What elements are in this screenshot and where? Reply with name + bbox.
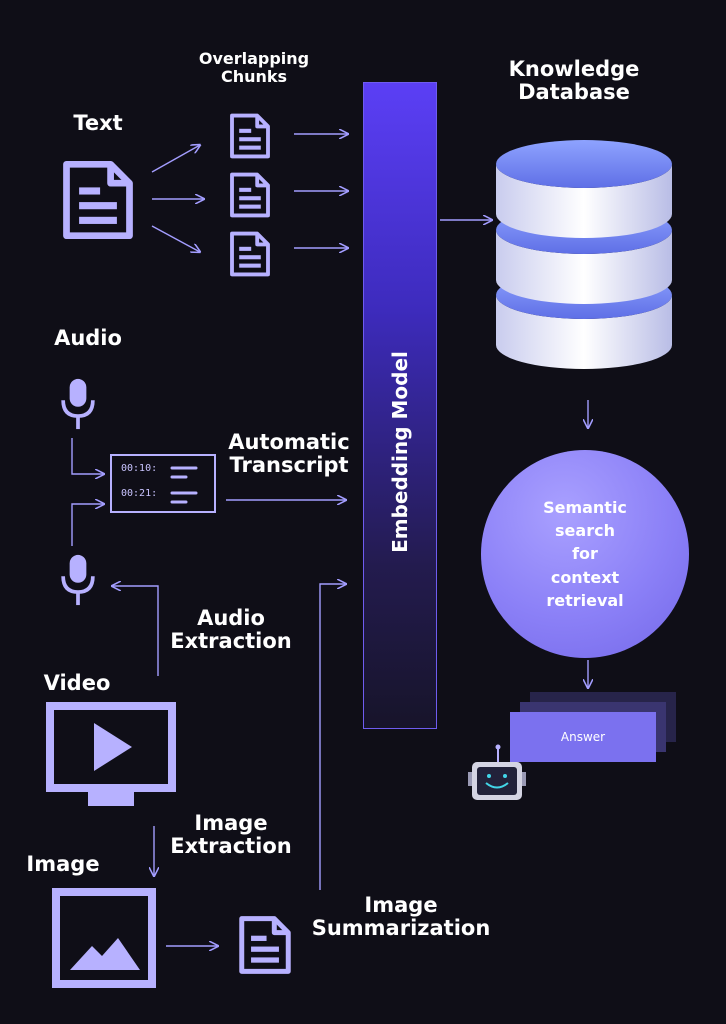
- image-mountain-icon: [52, 888, 156, 988]
- audio-extraction-label: Audio Extraction: [170, 606, 292, 654]
- image-summarization-label: Image Summarization: [311, 893, 491, 941]
- automatic-transcript-label: Automatic Transcript: [228, 430, 350, 478]
- knowledge-database-label: Knowledge Database: [508, 57, 640, 105]
- overlapping-chunks-label: Overlapping Chunks: [198, 49, 310, 86]
- image-extraction-label: Image Extraction: [170, 811, 292, 859]
- robot-icon: [468, 744, 526, 800]
- video-label: Video: [43, 671, 111, 695]
- transcript-lines-icon: [170, 466, 198, 504]
- embedding-model-label: Embedding Model: [388, 351, 412, 553]
- database-rings-icon: [496, 140, 672, 369]
- audio-label: Audio: [54, 326, 122, 350]
- image-label: Image: [26, 852, 100, 876]
- monitor-play-icon: [46, 702, 176, 806]
- text-label: Text: [73, 111, 123, 135]
- transcript-box: [110, 454, 216, 513]
- answer-card: Answer: [510, 712, 656, 762]
- embedding-model-column: [363, 82, 437, 729]
- text-to-chunks-arrows: [151, 134, 492, 252]
- semantic-search-circle: Semantic search for context retrieval: [481, 450, 689, 658]
- microphone-icon: [61, 378, 95, 606]
- text-document-icon: [67, 164, 130, 235]
- transcript-timestamp: 00:10:: [121, 463, 158, 474]
- image-to-summary-arrow: [166, 584, 346, 946]
- summary-document-icon: [242, 919, 289, 972]
- transcript-timestamp: 00:21:: [121, 488, 158, 499]
- chunk-document-icon: [230, 113, 270, 277]
- audio-connector-arrows: [71, 438, 346, 676]
